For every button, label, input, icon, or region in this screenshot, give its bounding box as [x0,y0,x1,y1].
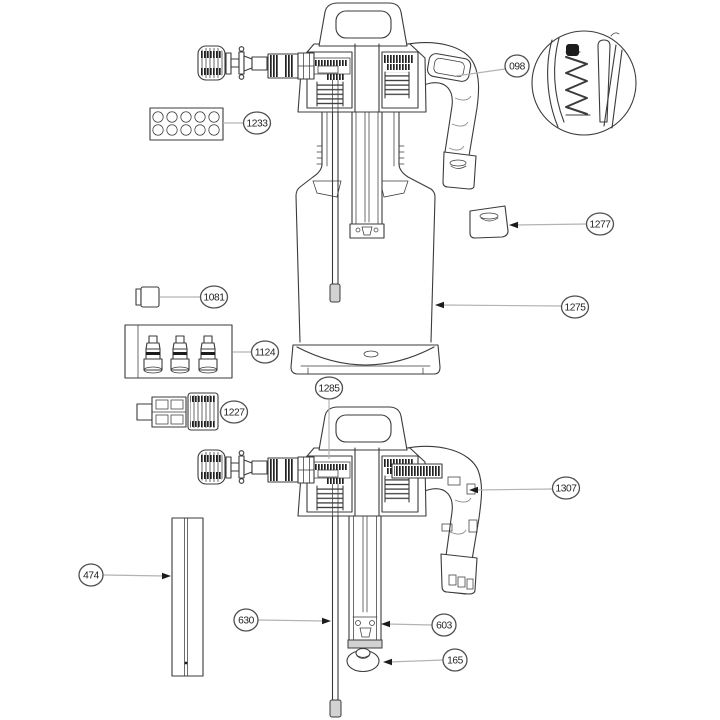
part-number: 1227 [223,408,245,419]
detail-seal-dot [566,44,579,56]
part-label-630: 630 [233,608,259,632]
part-number: 1285 [318,384,340,395]
part-label-1277: 1277 [585,212,615,236]
leader-474 [102,574,166,577]
upper-head [197,2,427,113]
leader-arrow-630 [322,617,331,625]
part-number: 1275 [564,303,586,314]
leader-1275 [440,304,562,307]
cylinder-part-1081 [135,286,160,308]
part-label-165: 165 [442,648,468,672]
leader-arrow-1275 [435,301,444,309]
leader-630 [257,619,325,622]
grip-end-cap-upper [442,151,477,190]
leader-1307 [474,488,553,491]
detail-spring [565,56,588,115]
part-label-1227: 1227 [219,400,249,424]
leader-1277 [514,223,587,226]
part-label-1124: 1124 [250,340,280,364]
part-label-1285: 1285 [314,376,344,400]
leader-arrow-1277 [509,221,518,229]
trigger-button [426,53,472,82]
leader-098 [455,68,506,77]
nozzle-kit-1124 [124,324,233,379]
leader-165 [388,659,444,663]
part-label-1081: 1081 [199,285,229,309]
strip-part-474 [171,517,204,677]
part-number: 1124 [255,348,276,359]
piston-seal-stack [391,463,443,479]
grip-end-cap-lower [440,553,478,595]
leader-arrow-165 [383,658,392,666]
part-number: 630 [238,616,255,627]
nozzle-tip [143,335,163,374]
pump-cylinder-upper [349,111,385,239]
part-number: 1307 [555,484,577,495]
detail-view-098 [531,30,637,136]
nozzle-plate-holes [152,111,220,136]
part-label-098: 098 [504,54,530,78]
part-number: 098 [509,62,526,73]
part-label-1307: 1307 [551,476,581,500]
leader-arrow-1307 [469,486,478,494]
part-number: 474 [83,571,100,582]
pump-cylinder-lower [347,515,383,649]
cap-part-1277 [469,205,509,239]
callouts: 098 1233 1277 1275 1081 1124 1227 1285 [78,54,615,672]
neck-threads-right [398,145,405,165]
siphon-tube-lower [329,515,342,718]
nozzle-assembly-1227 [136,392,219,431]
dip-tube-upper [329,111,341,303]
part-number: 1233 [246,119,268,130]
nozzle-plate-1233 [149,107,224,141]
part-number: 603 [436,621,453,632]
part-number: 1277 [589,220,611,231]
leader-arrow-603 [381,620,390,628]
suction-foot-165 [346,647,380,673]
part-number: 165 [447,656,464,667]
nozzle-tip [198,335,218,374]
nozzle-tip [170,335,190,374]
part-label-1233: 1233 [242,111,272,135]
leader-arrow-474 [162,572,171,580]
tank-body [290,111,441,375]
lower-sprayer-assembly [197,406,483,718]
neck-threads-left [316,145,323,165]
upper-sprayer-assembly [197,2,480,375]
part-label-474: 474 [78,563,104,587]
part-label-603: 603 [431,613,457,637]
tank-base [290,344,441,375]
part-label-1275: 1275 [560,295,590,319]
leader-603 [386,623,433,626]
part-number: 1081 [203,293,225,304]
